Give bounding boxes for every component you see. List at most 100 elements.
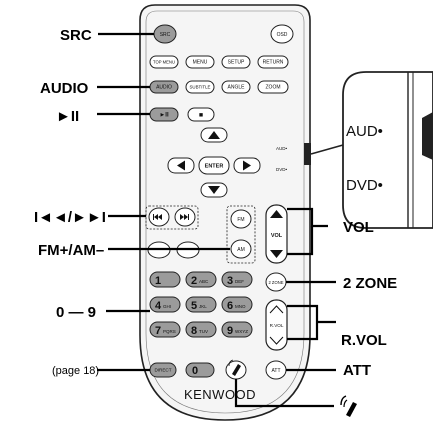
switch-dvd-label: DVD• <box>346 177 383 194</box>
angle-button[interactable]: ANGLE <box>221 80 251 94</box>
down-arrow-icon <box>208 186 220 194</box>
vol-rocker[interactable]: VOL <box>265 204 288 264</box>
two-zone-button[interactable]: 2 ZONE <box>265 272 287 292</box>
digit-3-letters: DEF <box>235 279 244 284</box>
rvol-up-icon <box>269 305 284 314</box>
callout-digits-label: 0 — 9 <box>56 304 96 321</box>
callout-two-zone-label: 2 ZONE <box>343 275 397 292</box>
fm-button[interactable]: FM <box>230 209 252 229</box>
remote-dvd-label: DVD• <box>276 167 288 172</box>
switch-slider-knob[interactable] <box>422 112 433 160</box>
subtitle-button[interactable]: SUBTITLE <box>185 80 215 94</box>
digit-7-letters: PQRS <box>163 329 176 334</box>
digit-9-letters: WXYZ <box>235 329 248 334</box>
band-group-outline <box>226 205 256 264</box>
digit-4-label: 4 <box>155 300 162 312</box>
left-arrow-icon <box>177 160 185 171</box>
return-button[interactable]: RETURN <box>257 55 289 69</box>
fm-label: FM <box>237 217 244 223</box>
left-arrow-button[interactable] <box>167 157 195 174</box>
down-arrow-button[interactable] <box>200 182 228 198</box>
stop-icon: ■ <box>199 112 203 119</box>
menu-button[interactable]: MENU <box>185 55 215 69</box>
callout-phone-line <box>234 379 334 408</box>
att-button[interactable]: ATT <box>265 360 287 380</box>
digit-1-button[interactable]: 1 <box>149 271 181 288</box>
right-arrow-button[interactable] <box>233 157 261 174</box>
zero-button[interactable]: 0 <box>185 362 215 378</box>
track-group-outline <box>145 205 199 230</box>
zoom-button[interactable]: ZOOM <box>257 80 289 94</box>
digit-9-label: 9 <box>227 325 233 337</box>
vol-down-icon <box>270 250 283 258</box>
digit-2-letters: ABC <box>199 279 209 284</box>
play-pause-button[interactable]: ►II <box>149 107 179 122</box>
callout-phone-icon <box>340 395 357 417</box>
setup-label: SETUP <box>228 60 245 66</box>
setup-button[interactable]: SETUP <box>221 55 251 69</box>
phone-button[interactable] <box>225 359 247 380</box>
am-button[interactable]: AM <box>230 239 252 259</box>
digit-5-label: 5 <box>191 300 197 312</box>
top-menu-button[interactable]: TOP MENU <box>149 55 179 69</box>
src-button-label: SRC <box>160 32 171 38</box>
callout-rvol-label: R.VOL <box>341 332 387 349</box>
audio-button[interactable]: AUDIO <box>149 80 179 94</box>
remote-side-switch[interactable] <box>304 143 311 165</box>
osd-button[interactable]: OSD <box>270 24 294 44</box>
digit-5-letters: JKL <box>199 304 207 309</box>
digit-1-label: 1 <box>155 275 161 287</box>
rvol-down-icon <box>269 336 284 345</box>
rvol-label: R.VOL <box>270 323 284 328</box>
callout-vol-label: VOL <box>343 219 374 236</box>
brand-logo-text: KENWOOD <box>184 387 256 402</box>
callout-fm-am-label: FM+/AM– <box>38 242 104 259</box>
up-arrow-button[interactable] <box>200 127 228 143</box>
remote-aud-label: AUD• <box>276 146 288 151</box>
zero-label: 0 <box>192 365 198 377</box>
switch-aud-label: AUD• <box>346 123 383 140</box>
callout-att-label: ATT <box>343 362 371 379</box>
direct-label: DIRECT <box>154 368 171 373</box>
right-arrow-icon <box>243 160 251 171</box>
vol-label: VOL <box>271 233 283 239</box>
callout-page-ref-label: (page 18) <box>52 365 99 377</box>
callout-track-label: I◄◄/►►I <box>34 209 106 226</box>
osd-button-label: OSD <box>277 32 288 38</box>
remote-inner-edge <box>145 10 305 414</box>
callout-play-pause-label: ►II <box>56 108 79 125</box>
enter-button[interactable]: ENTER <box>198 156 230 175</box>
vol-up-icon <box>270 210 283 218</box>
prev-track-button[interactable] <box>148 207 170 227</box>
phone-icon <box>232 364 241 376</box>
switch-leader-line <box>310 144 344 155</box>
play-pause-label: ►II <box>159 113 169 119</box>
next-track-icon <box>180 214 188 220</box>
zoom-label: ZOOM <box>266 85 281 91</box>
digit-2-label: 2 <box>191 275 197 287</box>
src-button[interactable]: SRC <box>153 24 177 44</box>
prev-track-icon <box>154 214 162 220</box>
two-zone-label: 2 ZONE <box>268 280 283 285</box>
att-label: ATT <box>271 368 280 374</box>
callout-src-label: SRC <box>60 27 92 44</box>
direct-button[interactable]: DIRECT <box>149 362 177 378</box>
return-label: RETURN <box>263 60 284 66</box>
next-track-button[interactable] <box>174 207 196 227</box>
digit-4-letters: GHI <box>163 304 171 309</box>
digit-8-letters: TUV <box>199 329 208 334</box>
stop-button[interactable]: ■ <box>187 107 215 122</box>
digit-3-label: 3 <box>227 275 233 287</box>
rvol-rocker[interactable]: R.VOL <box>265 299 288 351</box>
